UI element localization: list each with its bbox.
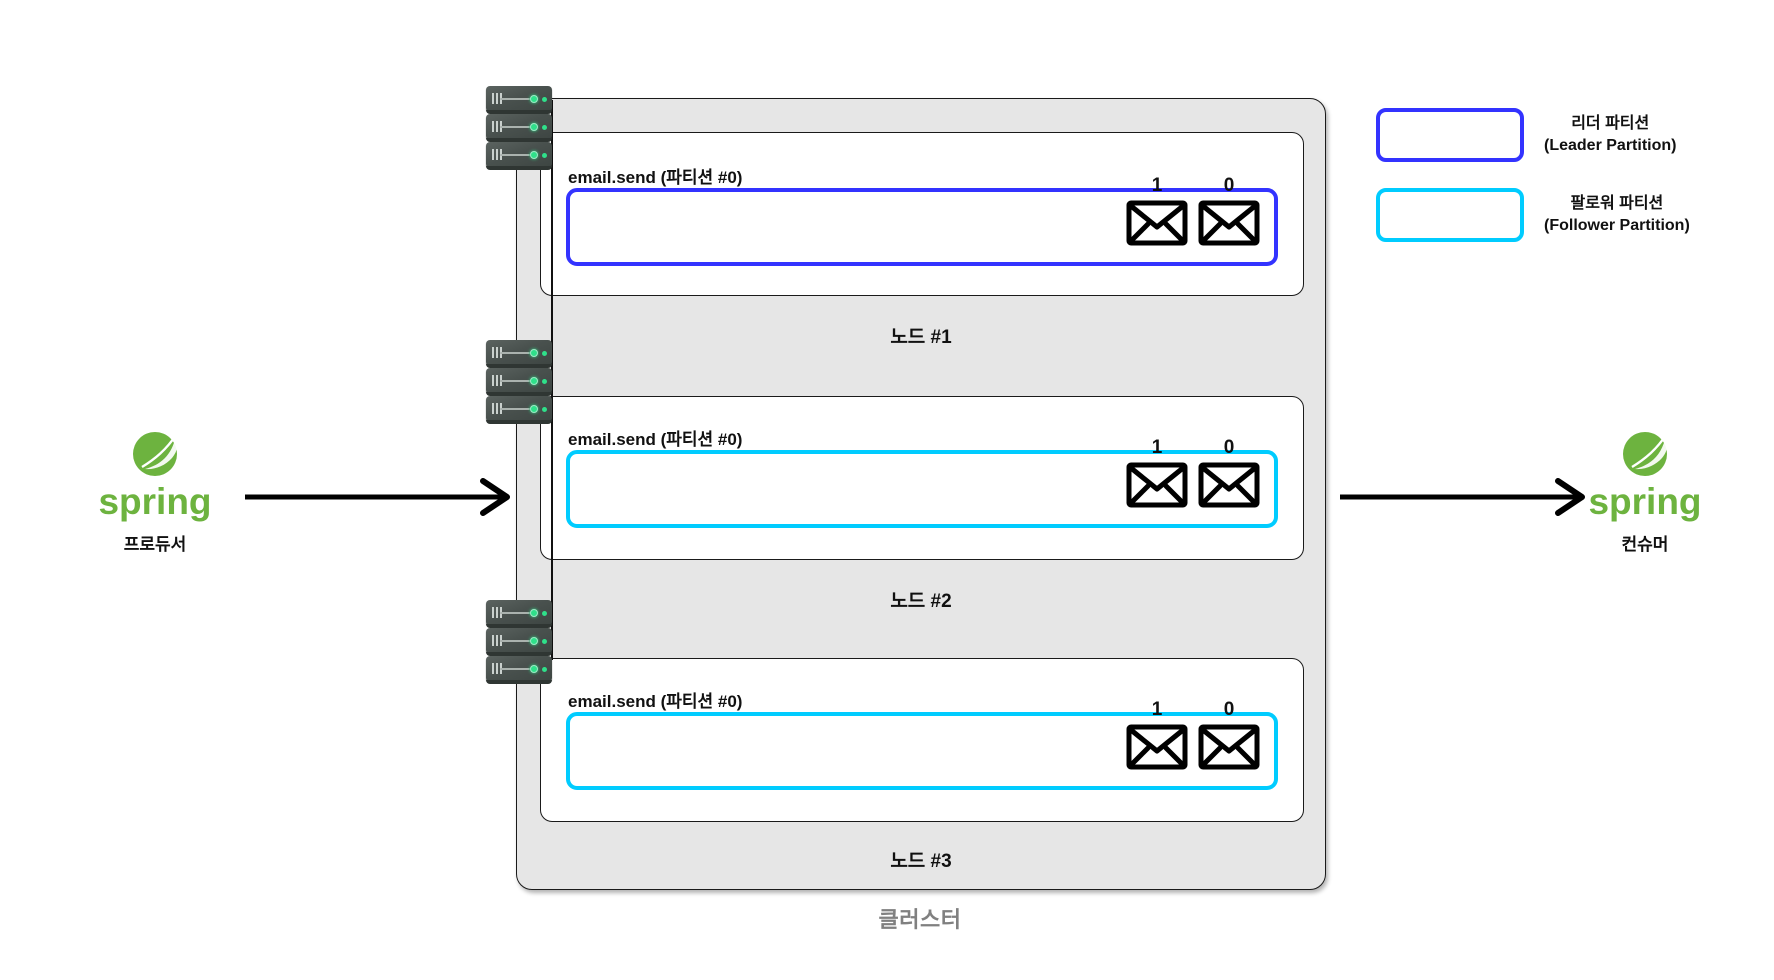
- node-label-1: 노드 #1: [890, 327, 952, 348]
- message-item: 0: [1198, 175, 1260, 246]
- server-stack-node-2: [486, 340, 552, 424]
- message-group-node-3: 1 0: [1126, 699, 1260, 770]
- message-group-node-1: 1 0: [1126, 175, 1260, 246]
- legend-item-follower: 팔로워 파티션 (Follower Partition): [1376, 188, 1756, 242]
- producer-label: 프로듀서: [123, 535, 187, 554]
- legend-swatch-follower: [1376, 188, 1524, 242]
- spring-logo-icon: spring: [98, 432, 212, 522]
- server-unit-icon: [486, 656, 552, 684]
- server-unit-icon: [486, 600, 552, 628]
- envelope-icon: [1198, 462, 1260, 508]
- server-unit-icon: [486, 142, 552, 170]
- partition-box-node-3: 1 0: [566, 700, 1278, 790]
- legend-swatch-leader: [1376, 108, 1524, 162]
- spring-logo-icon: spring: [1588, 432, 1702, 522]
- envelope-icon: [1126, 462, 1188, 508]
- server-unit-icon: [486, 340, 552, 368]
- legend-label-leader-ko: 리더 파티션: [1571, 115, 1650, 133]
- legend-label-follower-ko: 팔로워 파티션: [1570, 195, 1664, 213]
- consumer-label: 컨슈머: [1621, 535, 1669, 554]
- consumer-endpoint: spring 컨슈머: [1530, 430, 1760, 555]
- message-item: 1: [1126, 175, 1188, 246]
- message-offset-label: 0: [1223, 175, 1235, 196]
- spring-wordmark: spring: [98, 481, 211, 522]
- message-group-node-2: 1 0: [1126, 437, 1260, 508]
- message-item: 1: [1126, 437, 1188, 508]
- cluster-to-consumer-arrow: [1340, 478, 1585, 516]
- partition-box-node-2: 1 0: [566, 438, 1278, 528]
- server-unit-icon: [486, 368, 552, 396]
- message-item: 0: [1198, 699, 1260, 770]
- producer-endpoint: spring 프로듀서: [40, 430, 270, 555]
- server-unit-icon: [486, 628, 552, 656]
- server-unit-icon: [486, 114, 552, 142]
- server-unit-icon: [486, 86, 552, 114]
- node-label-2: 노드 #2: [890, 591, 952, 612]
- producer-to-cluster-arrow: [245, 478, 510, 516]
- message-offset-label: 0: [1223, 699, 1235, 720]
- server-stack-node-1: [486, 86, 552, 170]
- server-stack-node-3: [486, 600, 552, 684]
- legend-label-follower: 팔로워 파티션 (Follower Partition): [1544, 193, 1690, 236]
- envelope-icon: [1126, 200, 1188, 246]
- legend-label-leader: 리더 파티션 (Leader Partition): [1544, 113, 1676, 156]
- message-offset-label: 1: [1151, 437, 1163, 458]
- topic-title-node-1: email.send (파티션 #0): [568, 168, 743, 187]
- topic-title-node-2: email.send (파티션 #0): [568, 430, 743, 449]
- partition-box-node-1: 1 0: [566, 176, 1278, 266]
- message-item: 0: [1198, 437, 1260, 508]
- legend: 리더 파티션 (Leader Partition) 팔로워 파티션 (Follo…: [1376, 108, 1756, 268]
- message-offset-label: 0: [1223, 437, 1235, 458]
- server-connector-line: [551, 100, 553, 660]
- server-unit-icon: [486, 396, 552, 424]
- topic-title-node-3: email.send (파티션 #0): [568, 692, 743, 711]
- node-label-3: 노드 #3: [890, 851, 952, 872]
- legend-label-leader-en: (Leader Partition): [1544, 137, 1677, 154]
- message-offset-label: 1: [1151, 699, 1163, 720]
- legend-item-leader: 리더 파티션 (Leader Partition): [1376, 108, 1756, 162]
- cluster-label: 클러스터: [878, 907, 962, 932]
- legend-label-follower-en: (Follower Partition): [1544, 217, 1690, 234]
- spring-wordmark: spring: [1588, 481, 1701, 522]
- message-item: 1: [1126, 699, 1188, 770]
- envelope-icon: [1198, 200, 1260, 246]
- message-offset-label: 1: [1151, 175, 1163, 196]
- envelope-icon: [1126, 724, 1188, 770]
- envelope-icon: [1198, 724, 1260, 770]
